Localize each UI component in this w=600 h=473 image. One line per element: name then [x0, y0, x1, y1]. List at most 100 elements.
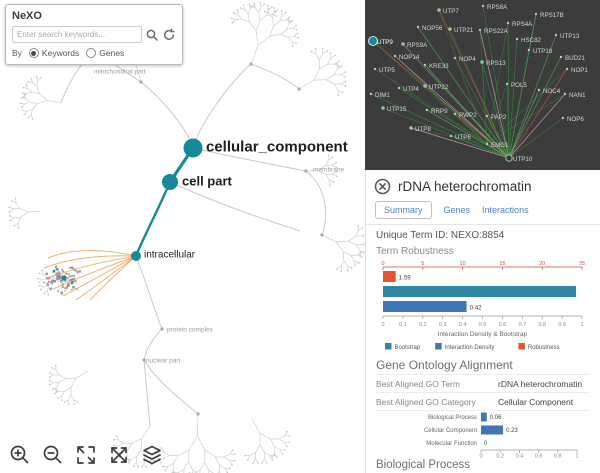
tree-node-label-membrane[interactable]: membrane: [313, 166, 345, 174]
gene-node[interactable]: [485, 142, 489, 146]
gene-label[interactable]: RRP9: [431, 108, 448, 115]
gene-node[interactable]: [416, 25, 420, 29]
gene-label[interactable]: POL5: [511, 82, 527, 89]
gene-label[interactable]: NOP56: [422, 25, 443, 32]
gene-node[interactable]: [527, 48, 531, 52]
gene-label[interactable]: PWP2: [459, 112, 477, 119]
gene-label[interactable]: NOP6: [567, 116, 584, 123]
gene-label[interactable]: HSC82: [521, 37, 542, 44]
gene-label[interactable]: NOC4: [543, 88, 561, 95]
zoom-in-button[interactable]: [8, 443, 32, 467]
gene-label[interactable]: RPS4A: [512, 21, 533, 28]
tab-interactions[interactable]: Interactions: [482, 205, 529, 215]
gene-label[interactable]: KRE33: [429, 63, 449, 70]
gene-node[interactable]: [437, 8, 441, 12]
gene-node[interactable]: [554, 33, 558, 37]
gene-node[interactable]: [423, 84, 427, 88]
gene-label[interactable]: UTP18: [533, 48, 553, 55]
node-cell-part[interactable]: [162, 174, 178, 190]
gene-node-hub[interactable]: [505, 154, 513, 162]
gene-label[interactable]: PAP2: [491, 114, 507, 121]
gene-node[interactable]: [485, 114, 489, 118]
tree-node-label-cell-part[interactable]: cell part: [182, 173, 232, 189]
close-icon[interactable]: [374, 178, 391, 195]
gene-node-selected[interactable]: [368, 36, 378, 46]
reset-icon[interactable]: [162, 27, 176, 42]
gene-node[interactable]: [448, 27, 452, 31]
gene-node[interactable]: [481, 4, 485, 8]
gene-node[interactable]: [453, 56, 457, 60]
gene-label[interactable]: RPS8A: [487, 4, 508, 11]
gene-label[interactable]: NOP4: [459, 56, 476, 63]
gene-label[interactable]: DIM1: [375, 92, 390, 99]
gene-label[interactable]: RPS9A: [407, 42, 428, 49]
gene-node[interactable]: [449, 134, 453, 138]
gene-label[interactable]: EMG1: [491, 142, 509, 149]
gene-label[interactable]: BUD21: [565, 55, 586, 62]
search-icon[interactable]: [145, 28, 159, 42]
tree-leaf-dot: [9, 219, 12, 222]
gene-node[interactable]: [401, 42, 405, 46]
zoom-out-button[interactable]: [41, 443, 65, 467]
tab-summary[interactable]: Summary: [375, 201, 432, 219]
gene-label[interactable]: UTP7: [443, 8, 459, 15]
node-intracellular[interactable]: [131, 251, 141, 261]
reset-view-button[interactable]: [107, 443, 131, 467]
gene-node[interactable]: [393, 54, 397, 58]
gene-node[interactable]: [381, 106, 385, 110]
radio-keywords[interactable]: Keywords: [28, 48, 79, 58]
gene-label[interactable]: RPS22A: [484, 28, 509, 35]
gene-label[interactable]: UTP5: [379, 67, 395, 74]
gene-node[interactable]: [563, 92, 567, 96]
gene-label[interactable]: UTP6: [455, 134, 471, 141]
tree-node-label-mitochondrial-part[interactable]: mitochondrial part: [94, 68, 146, 76]
fit-view-button[interactable]: [74, 443, 98, 467]
radio-genes[interactable]: Genes: [86, 48, 124, 58]
gene-label[interactable]: UTP21: [454, 27, 474, 34]
gene-label[interactable]: UTP9: [377, 39, 393, 46]
gene-label[interactable]: NOP1: [571, 67, 588, 74]
gene-label[interactable]: UTP22: [429, 84, 449, 91]
gene-node[interactable]: [397, 86, 401, 90]
tree-node-label-protein-complex[interactable]: protein complex: [167, 326, 213, 334]
gene-network-panel[interactable]: UTP7 RPS8A RPS17B RPS4A NOP56 UTP21 RPS22A HSC8…: [365, 0, 600, 170]
node-cluster-hub[interactable]: [61, 275, 67, 281]
gene-node[interactable]: [537, 88, 541, 92]
gene-label[interactable]: UTP4: [403, 86, 419, 93]
node-cellular-component[interactable]: [183, 138, 203, 158]
tree-node-label-intracellular[interactable]: intracellular: [144, 249, 196, 261]
gene-label[interactable]: RPS17B: [540, 12, 564, 19]
layers-button[interactable]: [140, 443, 164, 467]
tree-node-label-nuclear-part[interactable]: nuclear part: [146, 357, 181, 365]
gene-label[interactable]: UTP8: [415, 126, 431, 133]
gene-node[interactable]: [423, 63, 427, 67]
gene-node[interactable]: [480, 60, 484, 64]
tree-node-label-cellular-component[interactable]: cellular_component: [206, 138, 348, 156]
gene-node[interactable]: [478, 28, 482, 32]
gene-label[interactable]: NAN1: [569, 92, 586, 99]
gene-node[interactable]: [453, 112, 457, 116]
gene-node[interactable]: [534, 12, 538, 16]
gene-node[interactable]: [515, 37, 519, 41]
gene-node[interactable]: [369, 92, 373, 96]
gene-node[interactable]: [505, 82, 509, 86]
ontology-tree-canvas[interactable]: [0, 0, 365, 473]
search-input[interactable]: [12, 26, 142, 43]
gene-label[interactable]: UTP10: [513, 156, 533, 163]
gene-node[interactable]: [561, 116, 565, 120]
gene-node[interactable]: [373, 67, 377, 71]
radio-genes-circle[interactable]: [86, 48, 97, 58]
gene-label[interactable]: UTP15: [387, 106, 407, 113]
gene-label[interactable]: UTP13: [560, 33, 580, 40]
gene-label[interactable]: NOP14: [399, 54, 420, 61]
radio-keywords-circle[interactable]: [28, 48, 39, 58]
gene-node[interactable]: [425, 108, 429, 112]
gene-node[interactable]: [559, 55, 563, 59]
gene-node[interactable]: [409, 126, 413, 130]
gene-network-canvas[interactable]: UTP7 RPS8A RPS17B RPS4A NOP56 UTP21 RPS22A HSC8…: [365, 0, 600, 170]
gene-label[interactable]: RPS13: [486, 60, 506, 67]
gene-node[interactable]: [506, 21, 510, 25]
tab-genes[interactable]: Genes: [443, 205, 471, 215]
gene-node[interactable]: [565, 67, 569, 71]
